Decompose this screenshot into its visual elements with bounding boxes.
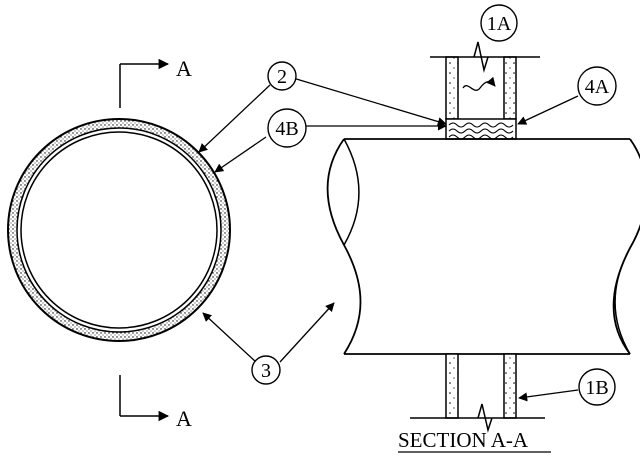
callout-2-label: 2 [277, 66, 287, 88]
callout-1b: 1B [578, 368, 616, 406]
upper-wall [430, 41, 540, 120]
section-mark-top-letter: A [176, 56, 192, 81]
lower-wall [410, 353, 545, 433]
pipe-elevation [326, 138, 640, 355]
callout-1a: 1A [480, 4, 518, 42]
fill-band [445, 118, 517, 140]
callout-4a-label: 4A [585, 76, 610, 98]
section-mark-bottom-letter: A [176, 406, 192, 431]
section-mark-bottom: A [119, 375, 192, 431]
leader-lines [198, 77, 579, 402]
callout-1a-label: 1A [487, 13, 512, 35]
section-title: SECTION A-A [398, 428, 551, 453]
callout-3: 3 [251, 355, 281, 385]
callout-2: 2 [267, 61, 297, 91]
callout-1b-label: 1B [585, 377, 608, 399]
callout-4b-label: 4B [275, 118, 298, 140]
callout-3-label: 3 [261, 360, 271, 382]
callout-4b: 4B [267, 108, 307, 148]
section-mark-top: A [119, 56, 192, 108]
ring-cross-section [7, 118, 231, 342]
section-title-text: SECTION A-A [398, 428, 529, 452]
callout-4a: 4A [577, 66, 617, 106]
